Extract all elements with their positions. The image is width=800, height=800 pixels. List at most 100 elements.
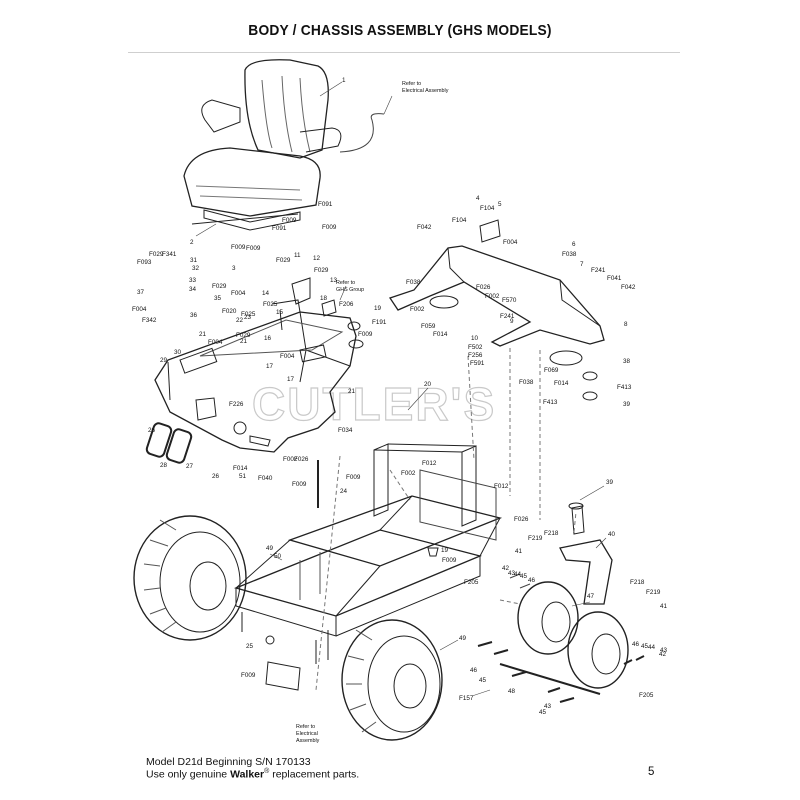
part-callout-17: 17 bbox=[266, 363, 274, 370]
part-callout-f029: F029 bbox=[276, 257, 291, 264]
part-callout-19: 19 bbox=[374, 305, 382, 312]
rear-tire-left bbox=[133, 515, 247, 641]
part-callout-f502: F502 bbox=[468, 344, 483, 351]
part-callout-f014: F014 bbox=[433, 331, 448, 338]
footer-model: Model D21d Beginning S/N 170133 bbox=[146, 756, 311, 768]
part-callout-f104: F104 bbox=[452, 217, 467, 224]
part-callout-f025: F025 bbox=[241, 311, 256, 318]
part-callout-f002: F002 bbox=[410, 306, 425, 313]
part-callout-14: 14 bbox=[262, 290, 270, 297]
part-callout-f029: F029 bbox=[314, 267, 329, 274]
part-callout-36: 36 bbox=[190, 312, 198, 319]
part-callout-43: 43 bbox=[508, 570, 516, 577]
part-callout-f009: F009 bbox=[241, 672, 256, 679]
part-callout-f009: F009 bbox=[346, 474, 361, 481]
part-callout-8: 8 bbox=[624, 321, 628, 328]
part-callout-48: 48 bbox=[508, 688, 516, 695]
note-electrical-top: Refer to Electrical Assembly bbox=[402, 81, 449, 94]
part-callout-4: 4 bbox=[476, 195, 480, 202]
part-callout-18: 18 bbox=[320, 295, 328, 302]
part-callout-f014: F014 bbox=[233, 465, 248, 472]
part-callout-16: 16 bbox=[264, 335, 272, 342]
part-callout-f256: F256 bbox=[468, 352, 483, 359]
part-callout-34: 34 bbox=[189, 286, 197, 293]
part-callout-24: 24 bbox=[340, 488, 348, 495]
part-callout-21: 21 bbox=[199, 331, 207, 338]
part-callout-f040: F040 bbox=[258, 475, 273, 482]
part-callout-32: 32 bbox=[192, 265, 200, 272]
part-callout-10: 10 bbox=[471, 335, 479, 342]
part-callout-12: 12 bbox=[313, 255, 321, 262]
part-callout-f219: F219 bbox=[528, 535, 543, 542]
part-callout-f004: F004 bbox=[132, 306, 147, 313]
part-callout-f025: F025 bbox=[263, 301, 278, 308]
part-callout-21: 21 bbox=[240, 338, 248, 345]
part-callout-f042: F042 bbox=[621, 284, 636, 291]
page-title: BODY / CHASSIS ASSEMBLY (GHS MODELS) bbox=[248, 22, 552, 39]
part-callout-f009: F009 bbox=[282, 217, 297, 224]
page-number: 5 bbox=[648, 766, 655, 778]
footer-brand: Walker bbox=[230, 768, 265, 781]
part-callout-f591: F591 bbox=[470, 360, 485, 367]
part-callout-f038: F038 bbox=[519, 379, 534, 386]
part-callout-f206: F206 bbox=[339, 301, 354, 308]
part-callout-43: 43 bbox=[660, 647, 668, 654]
part-callout-35: 35 bbox=[214, 295, 222, 302]
part-callout-f004: F004 bbox=[280, 353, 295, 360]
part-callout-f241: F241 bbox=[591, 267, 606, 274]
part-callout-f029: F029 bbox=[212, 283, 227, 290]
part-callout-f009: F009 bbox=[231, 244, 246, 251]
part-callout-5: 5 bbox=[498, 201, 502, 208]
part-callout-f041: F041 bbox=[607, 275, 622, 282]
part-callout-46: 46 bbox=[470, 667, 478, 674]
part-callout-7: 7 bbox=[580, 261, 584, 268]
part-callout-11: 11 bbox=[294, 252, 301, 259]
title-rule bbox=[128, 52, 680, 53]
part-callout-9: 9 bbox=[510, 318, 514, 325]
part-callout-6: 6 bbox=[572, 241, 576, 248]
part-callout-f012: F012 bbox=[422, 460, 437, 467]
seat-illustration bbox=[183, 59, 385, 231]
part-callout-27: 27 bbox=[186, 463, 194, 470]
part-callout-2: 2 bbox=[190, 239, 194, 246]
hardware-illustration bbox=[265, 277, 645, 703]
body-panel-illustration bbox=[154, 299, 357, 453]
part-callout-13: 13 bbox=[330, 277, 338, 284]
part-callout-42: 42 bbox=[659, 651, 667, 658]
part-callout-f002: F002 bbox=[485, 293, 500, 300]
part-callout-f205: F205 bbox=[639, 692, 654, 699]
part-callout-47: 47 bbox=[587, 593, 595, 600]
part-callout-f226: F226 bbox=[229, 401, 244, 408]
part-callout-f002: F002 bbox=[283, 456, 298, 463]
part-callout-f029: F029 bbox=[236, 332, 251, 339]
footer-parts-suffix: replacement parts. bbox=[269, 768, 360, 781]
part-callout-f038: F038 bbox=[562, 251, 577, 258]
part-callout-23: 23 bbox=[244, 314, 252, 321]
part-callout-f218: F218 bbox=[544, 530, 559, 537]
part-callout-50: 50 bbox=[274, 553, 282, 560]
part-callout-45: 45 bbox=[479, 677, 487, 684]
part-callout-21: 21 bbox=[348, 388, 356, 395]
note-line: Refer to bbox=[336, 280, 355, 286]
note-line: Electrical Assembly bbox=[402, 88, 449, 94]
part-callout-f341: F341 bbox=[162, 251, 177, 258]
part-callout-f012: F012 bbox=[494, 483, 509, 490]
footer-parts-note: Use only genuine Walker® replacement par… bbox=[146, 768, 359, 781]
part-callout-f034: F034 bbox=[338, 427, 353, 434]
chassis-illustration bbox=[233, 443, 503, 664]
part-callout-f241: F241 bbox=[500, 313, 515, 320]
note-line: Refer to bbox=[296, 724, 315, 730]
part-callout-f004: F004 bbox=[208, 339, 223, 346]
part-callout-45: 45 bbox=[641, 643, 649, 650]
part-callout-1: 1 bbox=[342, 77, 346, 84]
note-line: Electrical bbox=[296, 731, 318, 737]
part-callout-f091: F091 bbox=[272, 225, 287, 232]
part-callout-f004: F004 bbox=[503, 239, 518, 246]
part-callout-31: 31 bbox=[190, 257, 198, 264]
part-callout-46: 46 bbox=[528, 577, 536, 584]
part-callout-45: 45 bbox=[520, 573, 528, 580]
part-callout-49: 49 bbox=[459, 635, 467, 642]
part-callout-46: 46 bbox=[632, 641, 640, 648]
